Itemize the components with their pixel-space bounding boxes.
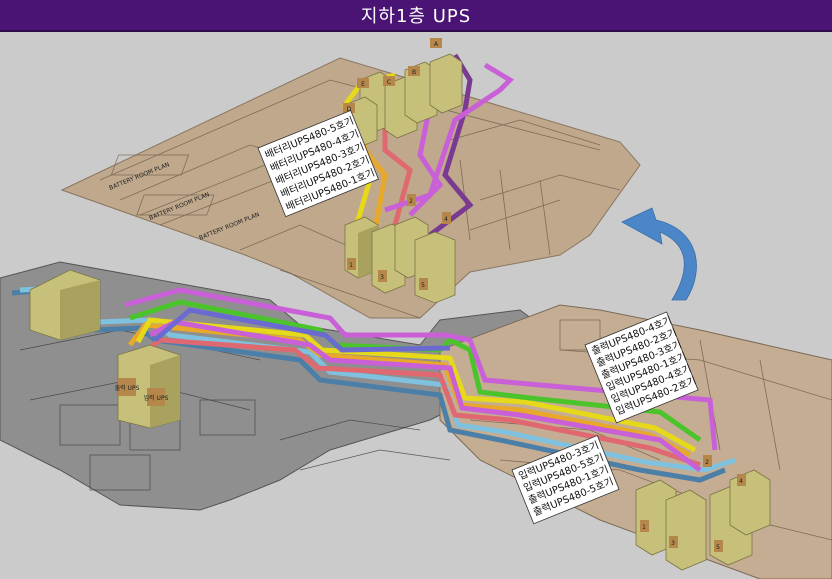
svg-text:4: 4 [739,478,743,485]
upper-number-5: 5 [419,278,428,290]
lower-left-tag-input: 입력 UPS [144,388,169,406]
svg-text:5: 5 [716,544,720,551]
svg-text:A: A [434,41,439,48]
lower-right-number-4: 4 [737,474,746,486]
upper-number-1: 1 [347,258,356,270]
svg-text:2: 2 [705,459,709,466]
lower-left-tag-output: 출력 UPS [115,378,140,396]
upper-ups-cabinets: 1 2 3 4 5 [344,194,456,304]
upper-tag-d: D [343,103,355,113]
svg-text:출력 UPS: 출력 UPS [115,384,140,392]
svg-text:2: 2 [409,198,413,205]
upper-number-3: 3 [378,270,387,282]
svg-text:E: E [361,81,365,88]
svg-text:5: 5 [421,282,425,289]
lower-right-number-3: 3 [669,536,678,548]
curved-up-arrow-icon [621,207,697,301]
lower-left-cabinets: 출력 UPS 입력 UPS [29,269,181,429]
svg-text:B: B [412,69,416,76]
upper-tags: A B C D E [343,38,442,113]
upper-tag-b: B [408,66,420,76]
svg-text:C: C [387,79,391,86]
svg-text:4: 4 [444,216,448,223]
upper-tag-e: E [357,78,369,88]
upper-number-2: 2 [407,194,416,206]
upper-number-4: 4 [442,212,451,224]
svg-text:3: 3 [671,540,675,547]
svg-text:3: 3 [380,274,384,281]
svg-text:D: D [347,106,352,113]
lower-right-number-1: 1 [640,520,649,532]
lower-right-number-5: 5 [714,540,723,552]
upper-tag-c: C [383,76,395,86]
lower-right-cabinets: 1 2 3 4 5 [635,455,771,571]
svg-text:1: 1 [642,524,646,531]
upper-tag-a: A [430,38,442,48]
svg-text:1: 1 [349,262,353,269]
title-bar: 지하1층 UPS [0,0,832,32]
lower-cables [11,285,736,483]
lower-right-number-2: 2 [703,455,712,467]
page-title: 지하1층 UPS [360,6,472,27]
svg-text:입력 UPS: 입력 UPS [144,394,169,402]
